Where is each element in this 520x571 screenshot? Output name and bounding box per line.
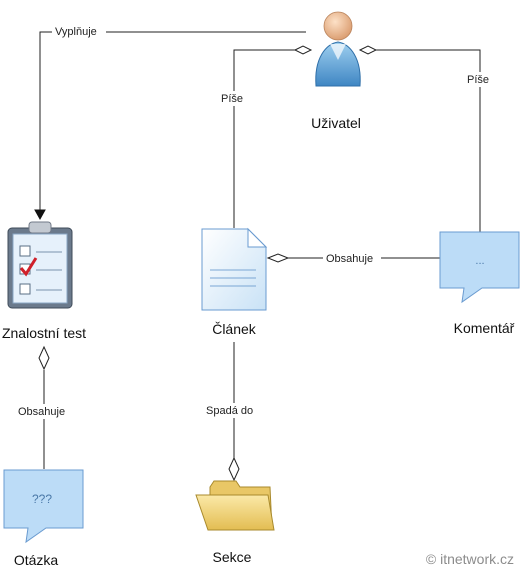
node-article: Článek [212, 321, 257, 337]
edge-writes-article-line [233, 49, 295, 228]
edge-label-article-contains: Obsahuje [326, 253, 373, 265]
question-icon: ??? [3, 469, 84, 544]
diamond-marker [293, 45, 313, 55]
edge-label-fills: Vyplňuje [55, 26, 97, 38]
question-shape-text: ??? [32, 492, 52, 506]
edge-label-writes-article: Píše [221, 93, 243, 105]
document-icon [201, 227, 268, 311]
node-section: Sekce [213, 549, 252, 565]
check-mark [19, 257, 38, 277]
comment-icon: ... [439, 231, 520, 304]
edge-fills-line [39, 31, 306, 212]
node-question: Otázka [14, 552, 59, 568]
diamond-marker [358, 45, 378, 55]
node-comment: Komentář [454, 320, 515, 336]
edge-label-writes-comment: Píše [467, 74, 489, 86]
clipboard-icon [7, 221, 73, 309]
edge-writes-comment-line [376, 49, 481, 232]
diamond-marker [38, 345, 50, 371]
user-icon [315, 11, 361, 87]
node-user: Uživatel [311, 115, 361, 131]
diamond-marker [266, 253, 290, 263]
arrow-head [34, 209, 46, 221]
edge-label-test-contains: Obsahuje [18, 406, 65, 418]
node-test: Znalostní test [2, 325, 86, 341]
edge-label-belongs-to: Spadá do [206, 405, 253, 417]
folder-icon [195, 480, 275, 531]
diamond-marker [228, 456, 240, 482]
watermark: © itnetwork.cz [425, 551, 514, 567]
comment-shape-text: ... [475, 255, 484, 267]
